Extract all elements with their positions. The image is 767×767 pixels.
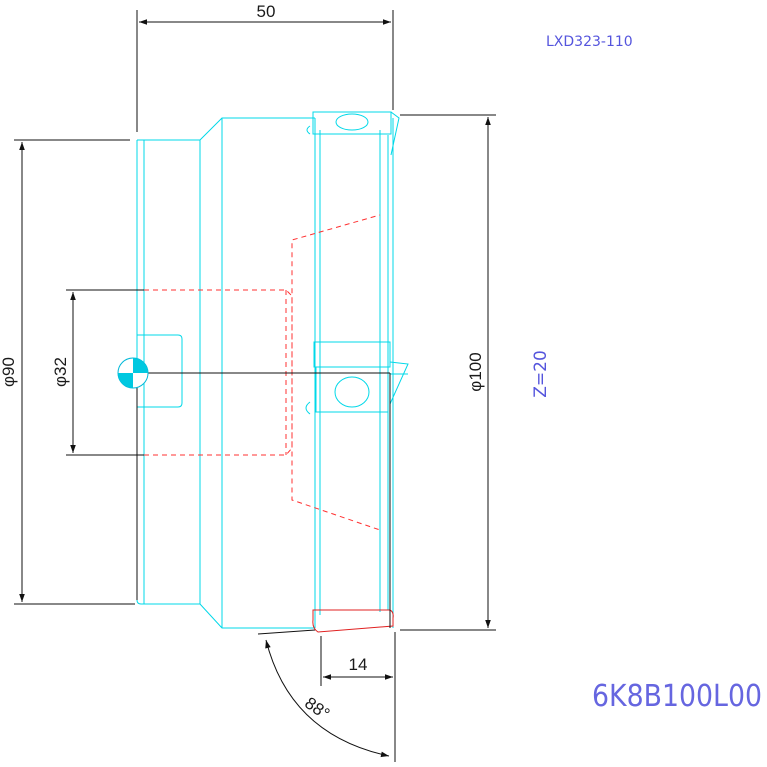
top-insert <box>312 111 392 135</box>
dimension-lines <box>14 10 496 762</box>
part-outline <box>136 111 409 629</box>
dim-angle: 88° <box>301 693 333 723</box>
dim-cutter-diameter: φ100 <box>466 352 485 391</box>
center-mark-icon <box>117 357 149 389</box>
hub-outline <box>136 117 315 629</box>
mid-insert <box>313 341 391 368</box>
dim-insert-length: 14 <box>349 655 368 674</box>
model-number: 6K8B100L00 <box>592 679 762 714</box>
dim-flange-diameter: φ90 <box>0 357 18 387</box>
keyway <box>136 290 183 408</box>
hidden-lines <box>144 214 394 633</box>
dim-bore-diameter: φ32 <box>51 357 70 387</box>
dim-overall-length: 50 <box>257 2 276 21</box>
teeth-count: Z=20 <box>531 350 551 398</box>
part-code: LXD323-110 <box>546 34 633 50</box>
